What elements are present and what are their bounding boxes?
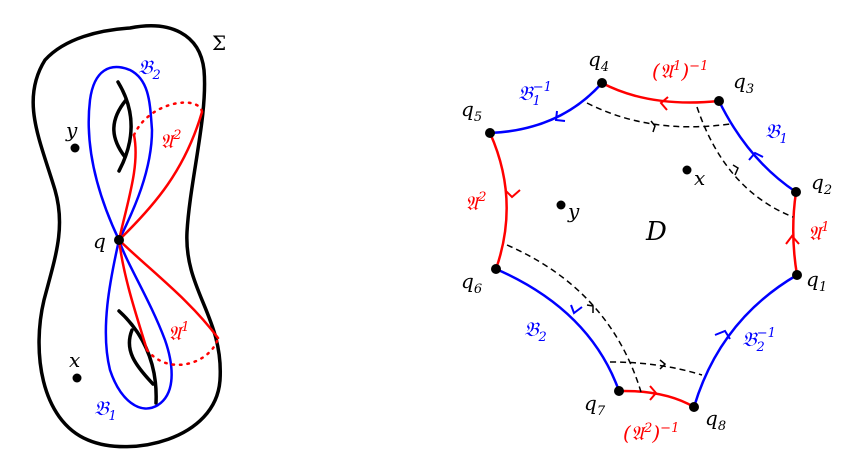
vertex-q4: [597, 78, 607, 88]
arrow-A2inv: [649, 385, 658, 401]
label-edge-A2: 𝔄2: [465, 190, 487, 215]
arrow-A1inv: [659, 96, 669, 111]
arrow-marks: [504, 96, 800, 401]
lower-handle: [117, 309, 158, 405]
label-edge-B1inv: 𝔅1−1: [518, 80, 552, 109]
edge-A2: [488, 132, 508, 270]
edge-A1: [792, 191, 799, 276]
edge-A1inv: [601, 81, 720, 104]
dashed-arrow: [650, 120, 656, 133]
curve-A1: [117, 238, 149, 352]
edge-B2inv: [692, 273, 798, 408]
dashed-arrow: [659, 359, 667, 370]
vertex-q3: [714, 96, 724, 106]
point-y: [556, 200, 566, 210]
label-q1: q1: [806, 267, 827, 295]
vertex-q7: [614, 386, 624, 396]
arrow-B1inv: [554, 110, 566, 122]
curve-A2: [117, 133, 137, 242]
upper-handle-crescent: [112, 98, 128, 159]
vertex-q2: [791, 187, 801, 197]
label-q2: q2: [811, 170, 832, 198]
point-x: [682, 165, 692, 175]
arrow-B2inv: [714, 329, 731, 340]
curve-A2-dotted: [132, 101, 204, 137]
label-q: q: [93, 229, 106, 253]
label-q5: q5: [461, 97, 482, 125]
curve-B1: [104, 238, 173, 410]
surface-label: Σ: [212, 31, 226, 55]
label-A1: 𝔄1: [168, 320, 190, 345]
label-edge-A2inv: (𝔄2)−1: [623, 421, 679, 445]
curve-A1-back: [117, 238, 220, 340]
label-q6: q6: [461, 269, 482, 297]
dashed-line: [586, 102, 731, 128]
dashed-line: [506, 244, 642, 393]
arrow-B2: [570, 304, 583, 315]
point-y: [70, 143, 80, 153]
dashed-arrows: [586, 120, 739, 370]
label-B2: 𝔅2: [138, 55, 161, 83]
vertex-q8: [689, 402, 699, 412]
label-edge-A1: 𝔄1: [808, 220, 830, 245]
edge-B1: [717, 100, 797, 194]
curve-B2: [87, 65, 154, 242]
label-q4: q4: [588, 47, 609, 75]
label-B1: 𝔅1: [94, 396, 117, 424]
dashed-line: [696, 106, 794, 218]
arrow-A1: [785, 234, 800, 245]
curve-A1-dotted: [145, 336, 220, 367]
label-x: x: [694, 166, 705, 190]
dashed-line: [609, 361, 703, 376]
surface-outline: [31, 24, 222, 449]
label-x: x: [69, 348, 80, 372]
vertex-q1: [792, 270, 802, 280]
label-edge-B2inv: 𝔅2−1: [742, 326, 776, 355]
label-y: y: [567, 199, 580, 223]
vertex-q5: [485, 128, 495, 138]
point-x: [72, 373, 82, 383]
edge-B1inv: [489, 82, 603, 135]
label-edge-B1: 𝔅1: [765, 119, 788, 147]
upper-handle: [116, 80, 133, 173]
vertex-q6: [491, 264, 501, 274]
label-q7: q7: [584, 391, 606, 419]
label-y: y: [65, 118, 78, 142]
label-A2: 𝔄2: [160, 128, 182, 153]
arrow-B1: [748, 151, 764, 161]
label-q3: q3: [733, 69, 754, 97]
dashed-arrow: [732, 164, 739, 176]
dashed-arrow: [586, 304, 594, 313]
domain-label: D: [645, 217, 667, 247]
polygon-vertices: [485, 78, 802, 412]
edge-A2inv: [618, 389, 695, 409]
label-edge-B2: 𝔅2: [524, 317, 547, 345]
edge-B2: [495, 267, 621, 392]
label-q8: q8: [705, 406, 726, 434]
point-q: [114, 235, 124, 245]
arrow-A2: [504, 189, 521, 199]
surface-diagram: [31, 24, 222, 449]
curve-A2-back: [117, 110, 204, 242]
polygon-diagram: [488, 81, 800, 409]
label-edge-A1inv: (𝔄1)−1: [652, 59, 708, 83]
lower-handle-crescent: [127, 328, 155, 386]
